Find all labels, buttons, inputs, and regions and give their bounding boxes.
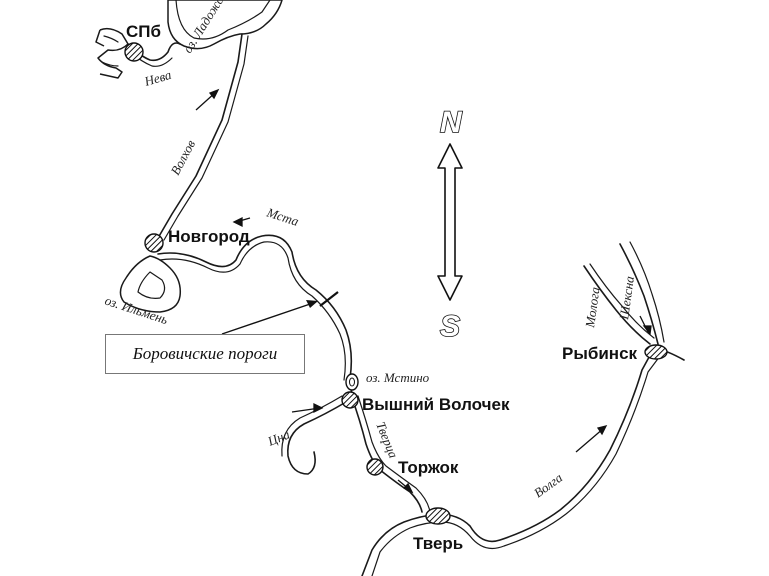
city-label-torzhok: Торжок xyxy=(398,458,459,477)
volga-river xyxy=(361,347,685,576)
gulf-coast-inner xyxy=(101,35,119,67)
volkhov-river-bank xyxy=(163,35,249,241)
tsna-river-bank xyxy=(281,395,343,457)
callout-pointer xyxy=(221,301,317,335)
city-label-tver: Тверь xyxy=(413,534,463,553)
ladoga-inner-shore xyxy=(175,0,271,40)
sheksna-river-bank xyxy=(629,241,665,343)
rapids-callout: Боровичские пороги xyxy=(105,334,305,374)
label-volkhov: Волхов xyxy=(167,137,198,177)
tsna-river xyxy=(287,401,347,475)
torzhok-marker xyxy=(366,458,384,476)
rapids-callout-label: Боровичские пороги xyxy=(132,344,278,363)
compass: N S xyxy=(437,105,464,344)
msta-river xyxy=(157,234,353,397)
label-neva: Нева xyxy=(142,67,174,89)
mologa-river xyxy=(583,265,651,345)
label-mstino: оз. Мстино xyxy=(366,370,430,385)
ilmen-lake xyxy=(119,255,182,313)
label-sheksna: Шексна xyxy=(616,275,637,322)
ilmen-inner-shore xyxy=(137,271,166,299)
city-label-novgorod: Новгород xyxy=(168,227,250,246)
label-msta: Мста xyxy=(264,204,301,229)
city-label-spb: СПб xyxy=(126,22,161,41)
spb-marker xyxy=(124,42,144,62)
sheksna-river xyxy=(619,243,659,345)
tver-marker xyxy=(425,507,451,525)
volga-river-bank xyxy=(371,355,661,576)
gulf-coast xyxy=(95,27,129,79)
rapids-mark xyxy=(319,291,339,307)
mologa-river-bank xyxy=(589,263,655,339)
vyshny-volochek-marker xyxy=(341,391,359,409)
flow-arrows xyxy=(195,88,652,494)
mstino-lake xyxy=(345,373,359,391)
compass-south: S xyxy=(440,310,460,343)
volkhov-river xyxy=(157,33,243,239)
callout-arrowhead xyxy=(306,300,318,308)
compass-north: N xyxy=(440,106,463,139)
city-label-vyshny-volochek: Вышний Волочек xyxy=(362,395,510,414)
label-volga: Волга xyxy=(531,470,566,501)
novgorod-marker xyxy=(144,233,164,253)
msta-river-bank xyxy=(159,241,346,381)
city-label-rybinsk: Рыбинск xyxy=(562,344,638,363)
rybinsk-marker xyxy=(644,344,668,360)
label-mologa: Молога xyxy=(582,286,603,330)
mstino-lake-inner xyxy=(349,377,355,387)
tvertsa-river-bank xyxy=(357,395,431,513)
compass-arrow xyxy=(437,143,463,301)
